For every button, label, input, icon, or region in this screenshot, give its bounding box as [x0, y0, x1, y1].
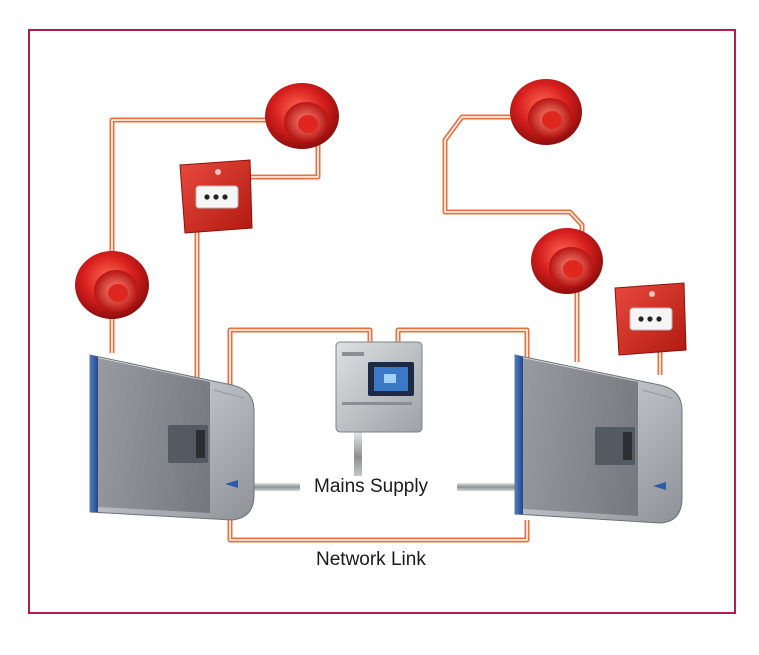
call-point-right — [614, 282, 687, 356]
sounder-top-left — [265, 83, 339, 149]
cable-wiring-inner — [111, 116, 661, 541]
sounder-top-right — [510, 79, 582, 145]
fire-panel-left — [89, 354, 255, 521]
fire-panel-right — [514, 354, 683, 524]
repeater-panel — [335, 341, 423, 482]
sounder-right — [531, 228, 603, 294]
network-link-label: Network Link — [312, 549, 430, 571]
mains-supply-label: Mains Supply — [310, 476, 433, 498]
sounder-left — [75, 251, 149, 319]
call-point-left — [179, 159, 253, 234]
mains-supply-pipes — [252, 483, 519, 491]
diagram-frame — [28, 29, 736, 614]
